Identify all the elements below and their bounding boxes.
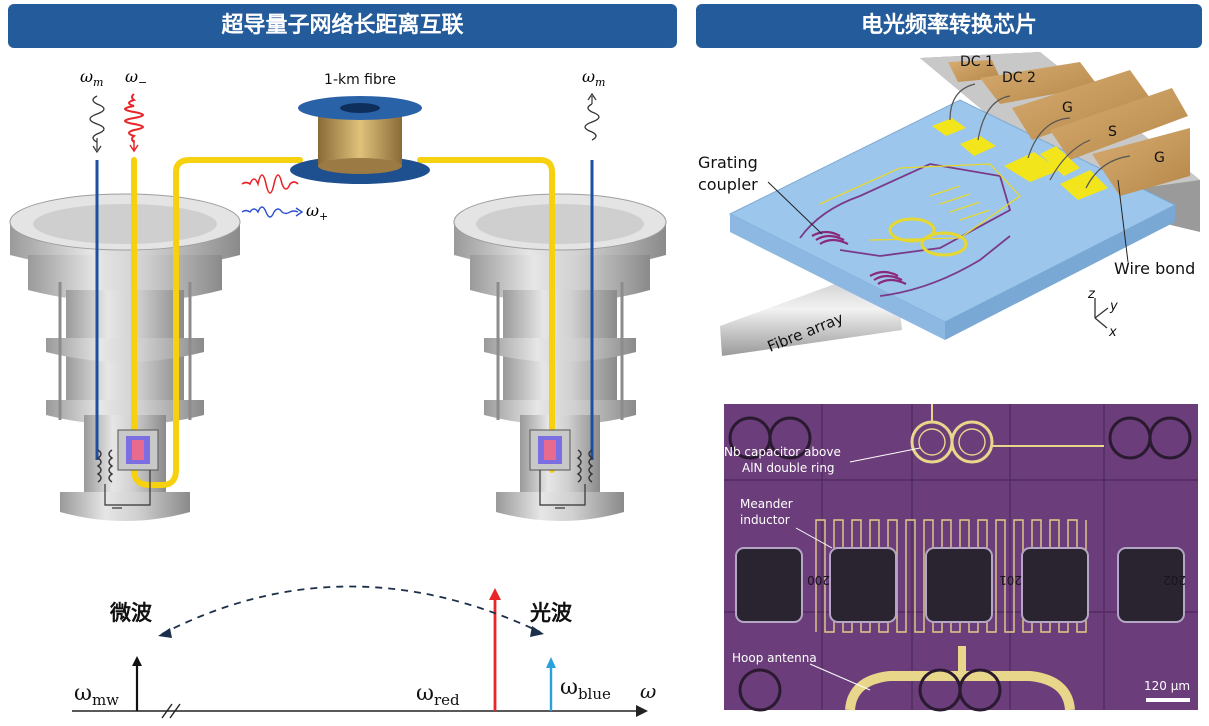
dc1-label: DC 1 bbox=[960, 54, 994, 70]
scale-bar-label: 120 μm bbox=[1144, 679, 1190, 693]
axis-break bbox=[161, 703, 173, 719]
conversion-arc bbox=[161, 585, 541, 635]
g1-label: G bbox=[1062, 100, 1073, 116]
red-pulse-between-icon bbox=[241, 174, 299, 194]
right-transducer bbox=[529, 429, 594, 509]
chip-3d-render bbox=[720, 52, 1200, 356]
wire-bond-label: Wire bond bbox=[1114, 259, 1195, 278]
right-cryostat bbox=[453, 193, 667, 521]
omega-minus-label: ω− bbox=[125, 67, 147, 89]
blue-pulse-between-icon bbox=[241, 206, 304, 218]
omega-blue-label: ωblue bbox=[560, 675, 611, 703]
left-panel-title: 超导量子网络长距离互联 bbox=[8, 4, 677, 48]
axis-y-label: y bbox=[1109, 299, 1118, 314]
meander-label-line1: Meander bbox=[740, 497, 793, 511]
right-panel-title: 电光频率转换芯片 bbox=[696, 4, 1202, 48]
left-transducer bbox=[96, 429, 159, 509]
meander-label-line2: inductor bbox=[740, 513, 790, 527]
capacitor-label-line1: Nb capacitor above bbox=[724, 445, 841, 459]
omega-axis-label: ω bbox=[640, 679, 656, 703]
omega-red-label: ωred bbox=[416, 681, 460, 709]
frequency-spectrum bbox=[72, 585, 648, 719]
omega-mw-label: ωmw bbox=[74, 681, 119, 709]
left-microwave-pulse-icon bbox=[89, 95, 105, 154]
fibre-spool-icon bbox=[290, 96, 430, 184]
axis-z-label: z bbox=[1087, 287, 1096, 302]
hoop-antenna-label: Hoop antenna bbox=[732, 651, 817, 665]
optical-fibre-path bbox=[131, 157, 555, 488]
dc2-label: DC 2 bbox=[1002, 70, 1036, 86]
left-cryostat bbox=[9, 193, 241, 521]
g2-label: G bbox=[1154, 150, 1165, 166]
chip-micrograph bbox=[724, 404, 1198, 712]
grating-coupler-label-line1: Grating bbox=[698, 153, 758, 172]
microwave-label: 微波 bbox=[109, 601, 153, 625]
capacitor-label-line2: AlN double ring bbox=[742, 461, 835, 475]
right-microwave-pulse-icon bbox=[584, 92, 600, 141]
omega-m-left-label: ωm bbox=[80, 67, 103, 89]
s-label: S bbox=[1108, 124, 1117, 140]
die-label-201: 201 bbox=[999, 573, 1022, 587]
die-label-202: 202 bbox=[1163, 573, 1186, 587]
grating-coupler-label-line2: coupler bbox=[698, 175, 758, 194]
fibre-label: 1-km fibre bbox=[324, 72, 396, 88]
axis-x-label: x bbox=[1108, 325, 1117, 340]
omega-plus-label: ω+ bbox=[306, 201, 328, 223]
optical-label: 光波 bbox=[529, 601, 573, 625]
left-red-pulse-icon bbox=[124, 93, 144, 153]
omega-m-right-label: ωm bbox=[582, 67, 605, 89]
die-label-200: 200 bbox=[807, 573, 830, 587]
